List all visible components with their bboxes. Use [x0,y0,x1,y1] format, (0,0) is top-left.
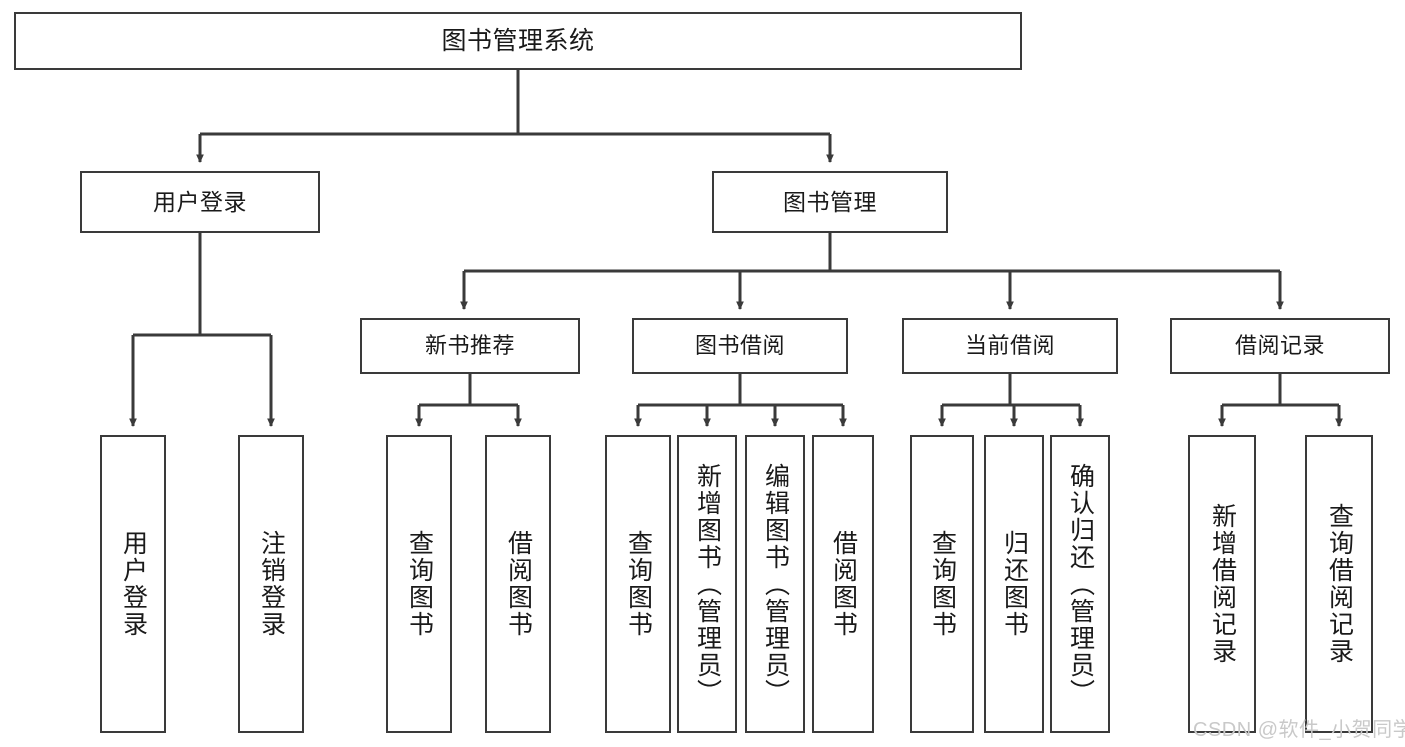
node-book-borrow[interactable]: 图书借阅 [632,318,848,374]
leaf-add-borrow-record-label: 新增借阅记录 [1208,503,1237,665]
leaf-query-book-borrow[interactable]: 查询图书 [605,435,671,733]
leaf-add-book-admin-label: 新增图书（管理员） [693,462,722,706]
node-root[interactable]: 图书管理系统 [14,12,1022,70]
leaf-borrow-book-recommend-label: 借阅图书 [504,530,533,638]
leaf-edit-book-admin-label: 编辑图书（管理员） [761,462,790,706]
node-user-login-label: 用户登录 [153,188,247,215]
node-book-borrow-label: 图书借阅 [694,333,785,359]
leaf-logout-label: 注销登录 [257,530,286,638]
leaf-query-book-current[interactable]: 查询图书 [910,435,974,733]
node-new-book-recommend-label: 新书推荐 [424,333,515,359]
leaf-query-borrow-record[interactable]: 查询借阅记录 [1305,435,1373,733]
leaf-logout[interactable]: 注销登录 [238,435,304,733]
leaf-user-login[interactable]: 用户登录 [100,435,166,733]
leaf-user-login-label: 用户登录 [119,530,148,638]
node-new-book-recommend[interactable]: 新书推荐 [360,318,580,374]
leaf-query-book-recommend[interactable]: 查询图书 [386,435,452,733]
node-current-borrow-label: 当前借阅 [964,333,1055,359]
node-root-label: 图书管理系统 [441,26,595,55]
node-user-login[interactable]: 用户登录 [80,171,320,233]
leaf-return-book[interactable]: 归还图书 [984,435,1044,733]
node-borrow-record-label: 借阅记录 [1234,333,1325,359]
leaf-confirm-return-admin[interactable]: 确认归还（管理员） [1050,435,1110,733]
leaf-query-borrow-record-label: 查询借阅记录 [1325,503,1354,665]
leaf-query-book-recommend-label: 查询图书 [405,530,434,638]
leaf-borrow-book[interactable]: 借阅图书 [812,435,874,733]
node-book-management-label: 图书管理 [783,188,877,215]
leaf-borrow-book-recommend[interactable]: 借阅图书 [485,435,551,733]
leaf-borrow-book-label: 借阅图书 [829,530,858,638]
node-borrow-record[interactable]: 借阅记录 [1170,318,1390,374]
csdn-watermark: CSDN @软件_小贺同学 [1193,719,1405,741]
leaf-confirm-return-admin-label: 确认归还（管理员） [1066,462,1095,706]
node-current-borrow[interactable]: 当前借阅 [902,318,1118,374]
leaf-edit-book-admin[interactable]: 编辑图书（管理员） [745,435,805,733]
leaf-add-book-admin[interactable]: 新增图书（管理员） [677,435,737,733]
node-book-management[interactable]: 图书管理 [712,171,948,233]
leaf-return-book-label: 归还图书 [1000,530,1029,638]
leaf-query-book-current-label: 查询图书 [928,530,957,638]
leaf-add-borrow-record[interactable]: 新增借阅记录 [1188,435,1256,733]
leaf-query-book-borrow-label: 查询图书 [624,530,653,638]
